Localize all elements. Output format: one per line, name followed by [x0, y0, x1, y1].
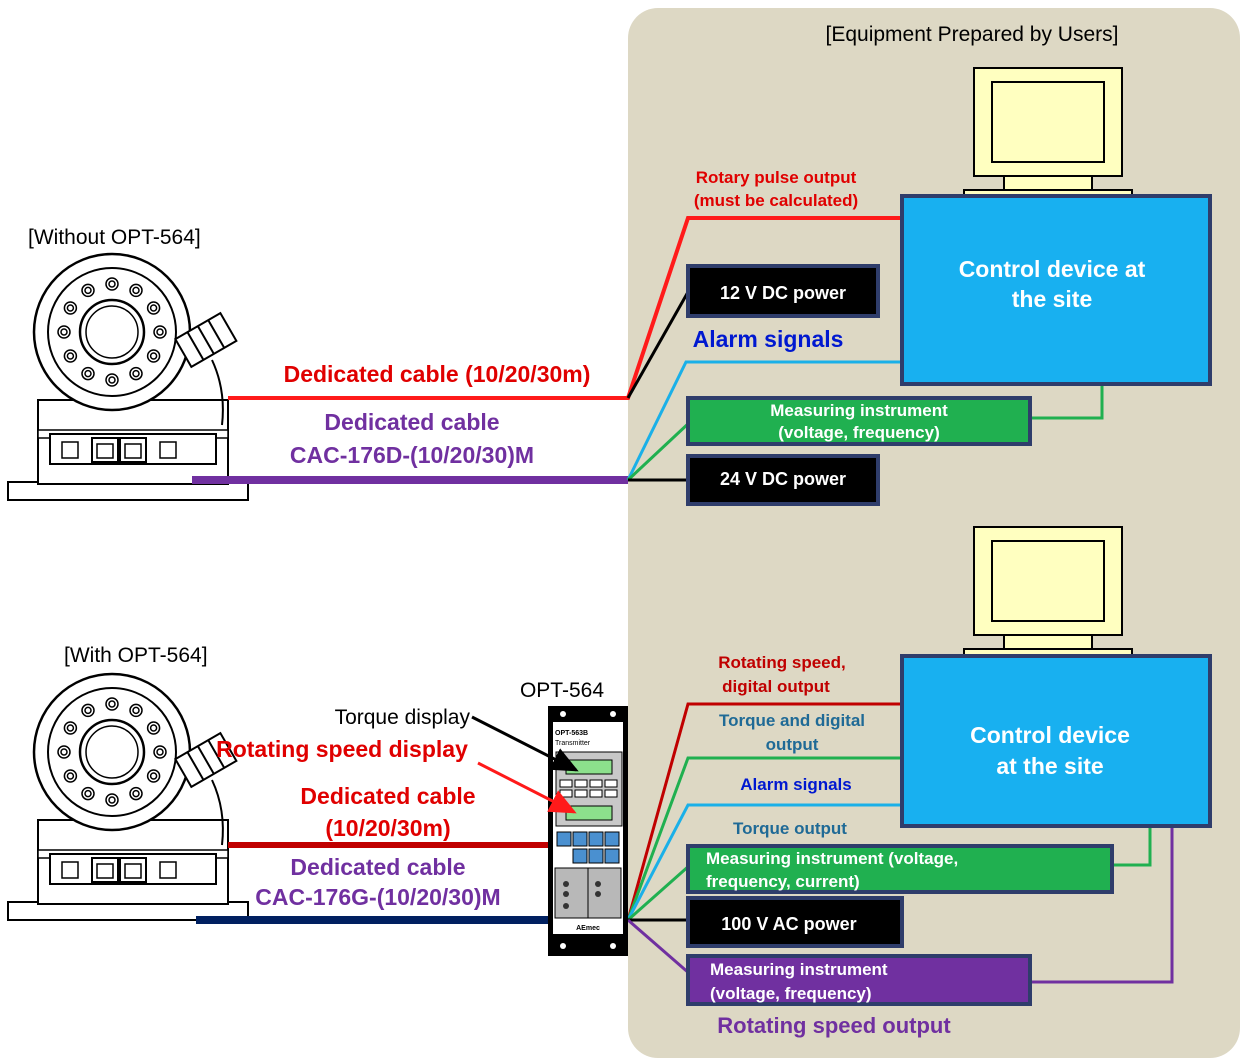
measuring-wire — [626, 420, 692, 482]
rot-digital-line1: Rotating speed, — [718, 653, 846, 672]
power-12v-label: 12 V DC power — [720, 283, 846, 303]
cable-bottom-1-line2: (10/20/30m) — [325, 815, 450, 841]
device-brand-text: AEmec — [576, 925, 600, 932]
control-top-line1: Control device at — [959, 256, 1146, 282]
torque-sensor-icon — [6, 252, 250, 502]
torque-digital-line2: output — [766, 735, 819, 754]
alarm-bottom-label: Alarm signals — [740, 775, 852, 794]
cable-top-2-line1: Dedicated cable — [324, 409, 499, 435]
opt564-transmitter: OPT-563B Transmitter AEmec — [548, 706, 628, 956]
panel-title: [Equipment Prepared by Users] — [826, 23, 1119, 46]
power-100v-box — [686, 896, 904, 948]
alarm-bottom-wire — [626, 803, 906, 921]
measuring-instrument-bottom-2 — [686, 954, 1032, 1006]
power-24v-label: 24 V DC power — [720, 469, 846, 489]
top-heading: [Without OPT-564] — [28, 226, 201, 249]
measuring-bottom-wire — [627, 863, 691, 922]
cable-top-2-line2: CAC-176D-(10/20/30)M — [290, 442, 534, 468]
measuring-instrument-top-box — [686, 396, 1032, 446]
rotary-pulse-line2: (must be calculated) — [694, 191, 858, 210]
control-bottom-line2: at the site — [996, 753, 1103, 779]
torque-sensor-icon — [6, 672, 250, 922]
rotating-speed-output-label: Rotating speed output — [717, 1013, 951, 1038]
bottom-heading: [With OPT-564] — [64, 644, 208, 667]
measuring-to-control-wire — [1030, 382, 1104, 420]
alarm-wire — [626, 360, 906, 481]
power-100v-label: 100 V AC power — [721, 914, 856, 934]
control-device-bottom — [900, 654, 1212, 828]
top-wiring — [192, 216, 1104, 484]
cable-bottom-1-line1: Dedicated cable — [300, 783, 475, 809]
power-24v-box — [686, 454, 880, 506]
measuring-b1-line2: frequency, current) — [706, 872, 860, 891]
power-12v-box — [686, 264, 880, 318]
opt564-label: OPT-564 — [520, 679, 604, 702]
cable-bottom-2-line1: Dedicated cable — [290, 854, 465, 880]
speed-display-arrow — [477, 761, 577, 814]
control-bottom-line1: Control device — [970, 722, 1130, 748]
rotary-pulse-cable — [228, 216, 906, 400]
measuring-top-line1: Measuring instrument — [770, 401, 948, 420]
bottom-wiring — [196, 702, 1174, 984]
rotating-speed-digital-wire — [626, 702, 906, 921]
alarm-top-label: Alarm signals — [693, 326, 844, 352]
rotating-to-control-bottom — [1030, 825, 1174, 984]
rot-digital-line2: digital output — [722, 677, 830, 696]
measuring-b1-line1: Measuring instrument (voltage, — [706, 849, 958, 868]
measuring-b2-line1: Measuring instrument — [710, 960, 888, 979]
torque-output-label: Torque output — [733, 819, 847, 838]
measuring-top-line2: (voltage, frequency) — [778, 423, 940, 442]
torque-display-label: Torque display — [335, 706, 471, 729]
control-device-top — [900, 194, 1212, 386]
measuring-b2-line2: (voltage, frequency) — [710, 984, 872, 1003]
device-sub-text: Transmitter — [555, 740, 591, 747]
cable-bottom-2-line2: CAC-176G-(10/20/30)M — [255, 884, 500, 910]
cable-top-1-label: Dedicated cable (10/20/30m) — [284, 361, 591, 387]
power-12v-wire — [626, 291, 690, 399]
measuring-instrument-bottom-1 — [686, 844, 1114, 894]
rotary-pulse-line1: Rotary pulse output — [696, 168, 857, 187]
measuring-to-control-bottom — [1112, 825, 1152, 867]
control-top-line2: the site — [1012, 286, 1093, 312]
torque-display-arrow — [471, 715, 579, 772]
rotating-speed-wire — [627, 918, 691, 976]
speed-display-label: Rotating speed display — [216, 736, 468, 762]
device-model-text: OPT-563B — [555, 730, 588, 737]
torque-digital-wire — [626, 756, 906, 921]
torque-digital-line1: Torque and digital — [719, 711, 865, 730]
